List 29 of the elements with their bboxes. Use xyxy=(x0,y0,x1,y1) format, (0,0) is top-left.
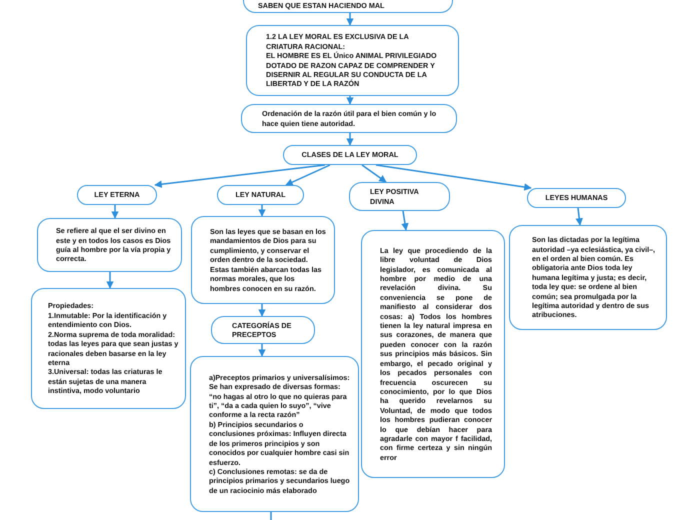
arrow xyxy=(346,13,354,26)
arrow xyxy=(285,164,330,186)
rounded-text-box xyxy=(77,185,157,205)
arrow xyxy=(154,164,326,188)
arrow xyxy=(346,96,354,105)
arrow xyxy=(376,164,532,191)
arrow xyxy=(575,208,583,226)
rounded-text-box xyxy=(190,356,359,512)
rounded-text-box xyxy=(31,288,186,409)
arrow xyxy=(362,164,387,183)
rounded-text-box xyxy=(191,216,335,304)
arrow xyxy=(258,344,266,357)
rounded-text-box xyxy=(246,25,459,96)
rounded-text-box xyxy=(509,225,667,330)
rounded-text-box xyxy=(241,104,457,133)
arrow xyxy=(258,205,266,217)
rounded-text-box xyxy=(361,230,505,478)
rounded-text-box xyxy=(37,218,182,272)
rounded-text-box xyxy=(211,316,315,344)
arrow xyxy=(111,205,119,219)
rounded-text-box xyxy=(349,182,450,211)
rounded-text-box xyxy=(217,185,304,205)
connector-line xyxy=(270,512,272,520)
arrow xyxy=(346,133,354,146)
arrow xyxy=(258,304,266,317)
arrow xyxy=(401,210,409,231)
rounded-text-box xyxy=(283,145,417,165)
arrow xyxy=(106,272,114,289)
rounded-text-box xyxy=(527,188,626,208)
